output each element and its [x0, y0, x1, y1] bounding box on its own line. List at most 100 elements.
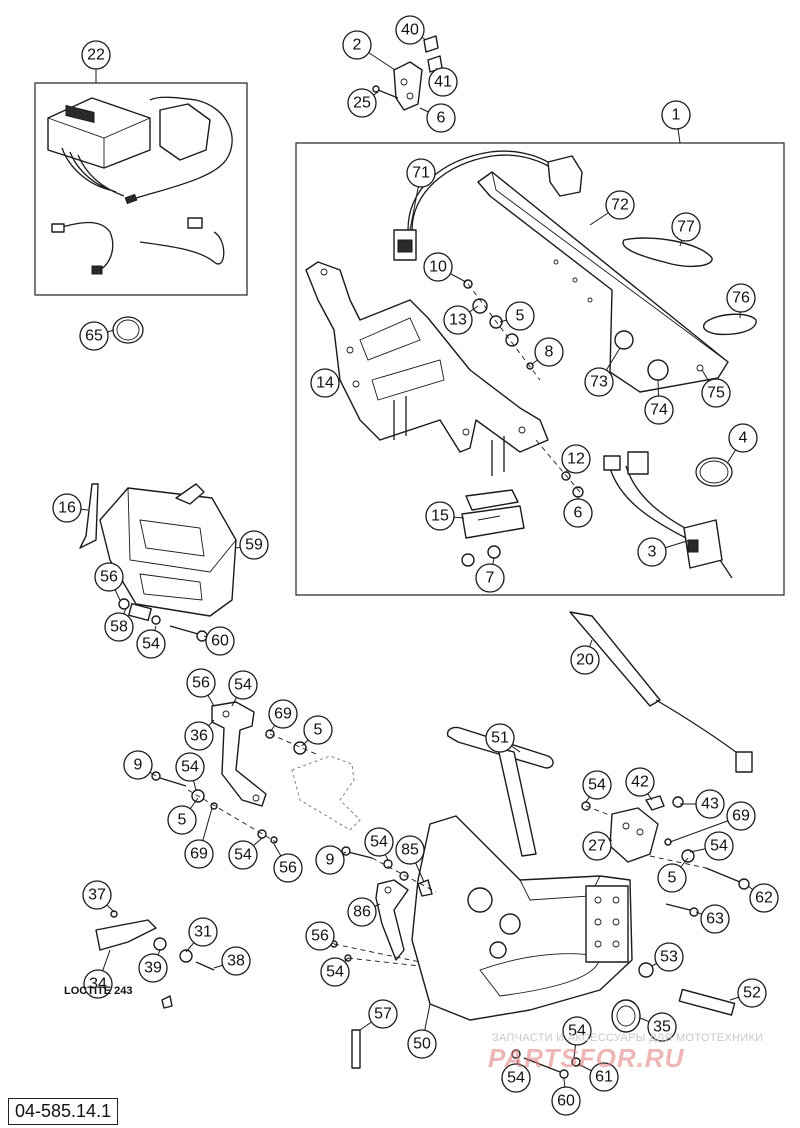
- callout-label: 59: [245, 537, 263, 554]
- callout-40: 40: [395, 15, 427, 45]
- callout-label: 74: [650, 402, 668, 419]
- callout-label: 39: [144, 960, 162, 977]
- callout-54: 54: [364, 827, 394, 861]
- callout-5: 5: [657, 857, 689, 893]
- callout-label: 75: [707, 385, 725, 402]
- callout-27: 27: [582, 831, 613, 861]
- callout-label: 54: [370, 834, 388, 851]
- callout-label: 54: [142, 636, 160, 653]
- callout-label: 10: [429, 259, 447, 276]
- callout-label: 13: [449, 312, 467, 329]
- callout-39: 39: [138, 949, 168, 983]
- callout-34: 34: [83, 949, 113, 999]
- number-plate-72: [477, 171, 729, 393]
- callout-9: 9: [123, 750, 157, 780]
- callout-6: 6: [419, 103, 456, 133]
- callout-69: 69: [669, 801, 756, 843]
- callout-label: 54: [234, 847, 252, 864]
- callout-65: 65: [79, 321, 115, 351]
- callout-56: 56: [94, 562, 124, 601]
- callout-54: 54: [136, 625, 166, 659]
- callout-label: 38: [227, 953, 245, 970]
- callout-label: 54: [507, 1070, 525, 1087]
- switch-3: [603, 451, 733, 579]
- callout-label: 36: [190, 728, 208, 745]
- callout-57: 57: [359, 999, 398, 1031]
- nuts-7: [461, 545, 501, 567]
- callout-label: 6: [437, 110, 446, 127]
- fasteners-10-13-5-8: [463, 279, 541, 381]
- callout-58: 58: [104, 607, 134, 642]
- callout-77: 77: [671, 212, 701, 247]
- callout-label: 41: [434, 74, 452, 91]
- callout-59: 59: [235, 530, 269, 560]
- fasteners-right: [581, 795, 750, 917]
- callout-54: 54: [582, 770, 612, 803]
- callout-75: 75: [701, 369, 731, 408]
- callout-41: 41: [428, 67, 458, 97]
- callout-label: 62: [755, 890, 773, 907]
- screw-25: [372, 85, 399, 99]
- callout-label: 51: [491, 730, 509, 747]
- callout-13: 13: [443, 305, 479, 335]
- sticker-76: [702, 313, 757, 336]
- callout-54: 54: [562, 1016, 592, 1059]
- bar-57: [351, 1029, 361, 1069]
- callout-label: 3: [648, 544, 657, 561]
- fasteners-left-upper: [151, 729, 317, 844]
- callout-12: 12: [561, 444, 591, 474]
- callout-label: 8: [545, 344, 554, 361]
- speedometer-computer: [47, 97, 151, 197]
- callout-label: 5: [314, 722, 323, 739]
- callout-60: 60: [551, 1077, 581, 1116]
- callout-54: 54: [228, 837, 263, 870]
- callout-86: 86: [347, 897, 381, 927]
- callout-label: 77: [677, 219, 695, 236]
- callout-label: 43: [701, 796, 719, 813]
- callout-label: 5: [178, 812, 187, 829]
- callout-label: 27: [588, 838, 606, 855]
- callout-label: 73: [590, 374, 608, 391]
- callout-73: 73: [584, 347, 621, 397]
- callout-5: 5: [499, 301, 535, 331]
- callout-label: 53: [660, 949, 678, 966]
- callout-7: 7: [475, 557, 505, 593]
- callout-label: 56: [100, 569, 118, 586]
- callout-label: 69: [732, 808, 750, 825]
- callouts-layer: 1234555566789910121314151620222527313435…: [52, 15, 779, 1116]
- drawing-number: 04-585.14.1: [8, 1098, 119, 1125]
- callout-4: 4: [727, 423, 758, 463]
- skid-plate-50: [411, 815, 633, 1021]
- callout-15: 15: [425, 501, 465, 531]
- callout-62: 62: [747, 883, 779, 913]
- callout-38: 38: [213, 946, 251, 976]
- callout-label: 60: [557, 1093, 575, 1110]
- callout-22: 22: [81, 40, 111, 83]
- callout-85: 85: [395, 835, 425, 883]
- callout-56: 56: [186, 668, 216, 707]
- watermark-brand: PARTSFOR.RU: [488, 1043, 685, 1073]
- callout-54: 54: [175, 752, 205, 791]
- callout-52: 52: [729, 978, 767, 1008]
- hose-clamp-65: [112, 316, 144, 344]
- rubber-blocks-15: [461, 489, 525, 539]
- callout-53: 53: [651, 942, 684, 972]
- callout-61: 61: [577, 1062, 619, 1092]
- callout-74: 74: [644, 379, 674, 425]
- bracket-59: [99, 483, 237, 617]
- callout-72: 72: [589, 190, 635, 226]
- callout-label: 7: [486, 570, 495, 587]
- callout-9: 9: [315, 845, 347, 875]
- callout-label: 69: [274, 706, 292, 723]
- callout-label: 2: [353, 37, 362, 54]
- callout-label: 31: [194, 924, 212, 941]
- callout-label: 22: [87, 47, 105, 64]
- nut-12-washer-6: [535, 439, 584, 498]
- callout-label: 14: [316, 375, 334, 392]
- callout-label: 54: [181, 759, 199, 776]
- fasteners-bottom: [511, 1049, 581, 1079]
- callout-label: 20: [576, 652, 594, 669]
- bracket-36: [211, 701, 267, 807]
- callout-label: 50: [413, 1036, 431, 1053]
